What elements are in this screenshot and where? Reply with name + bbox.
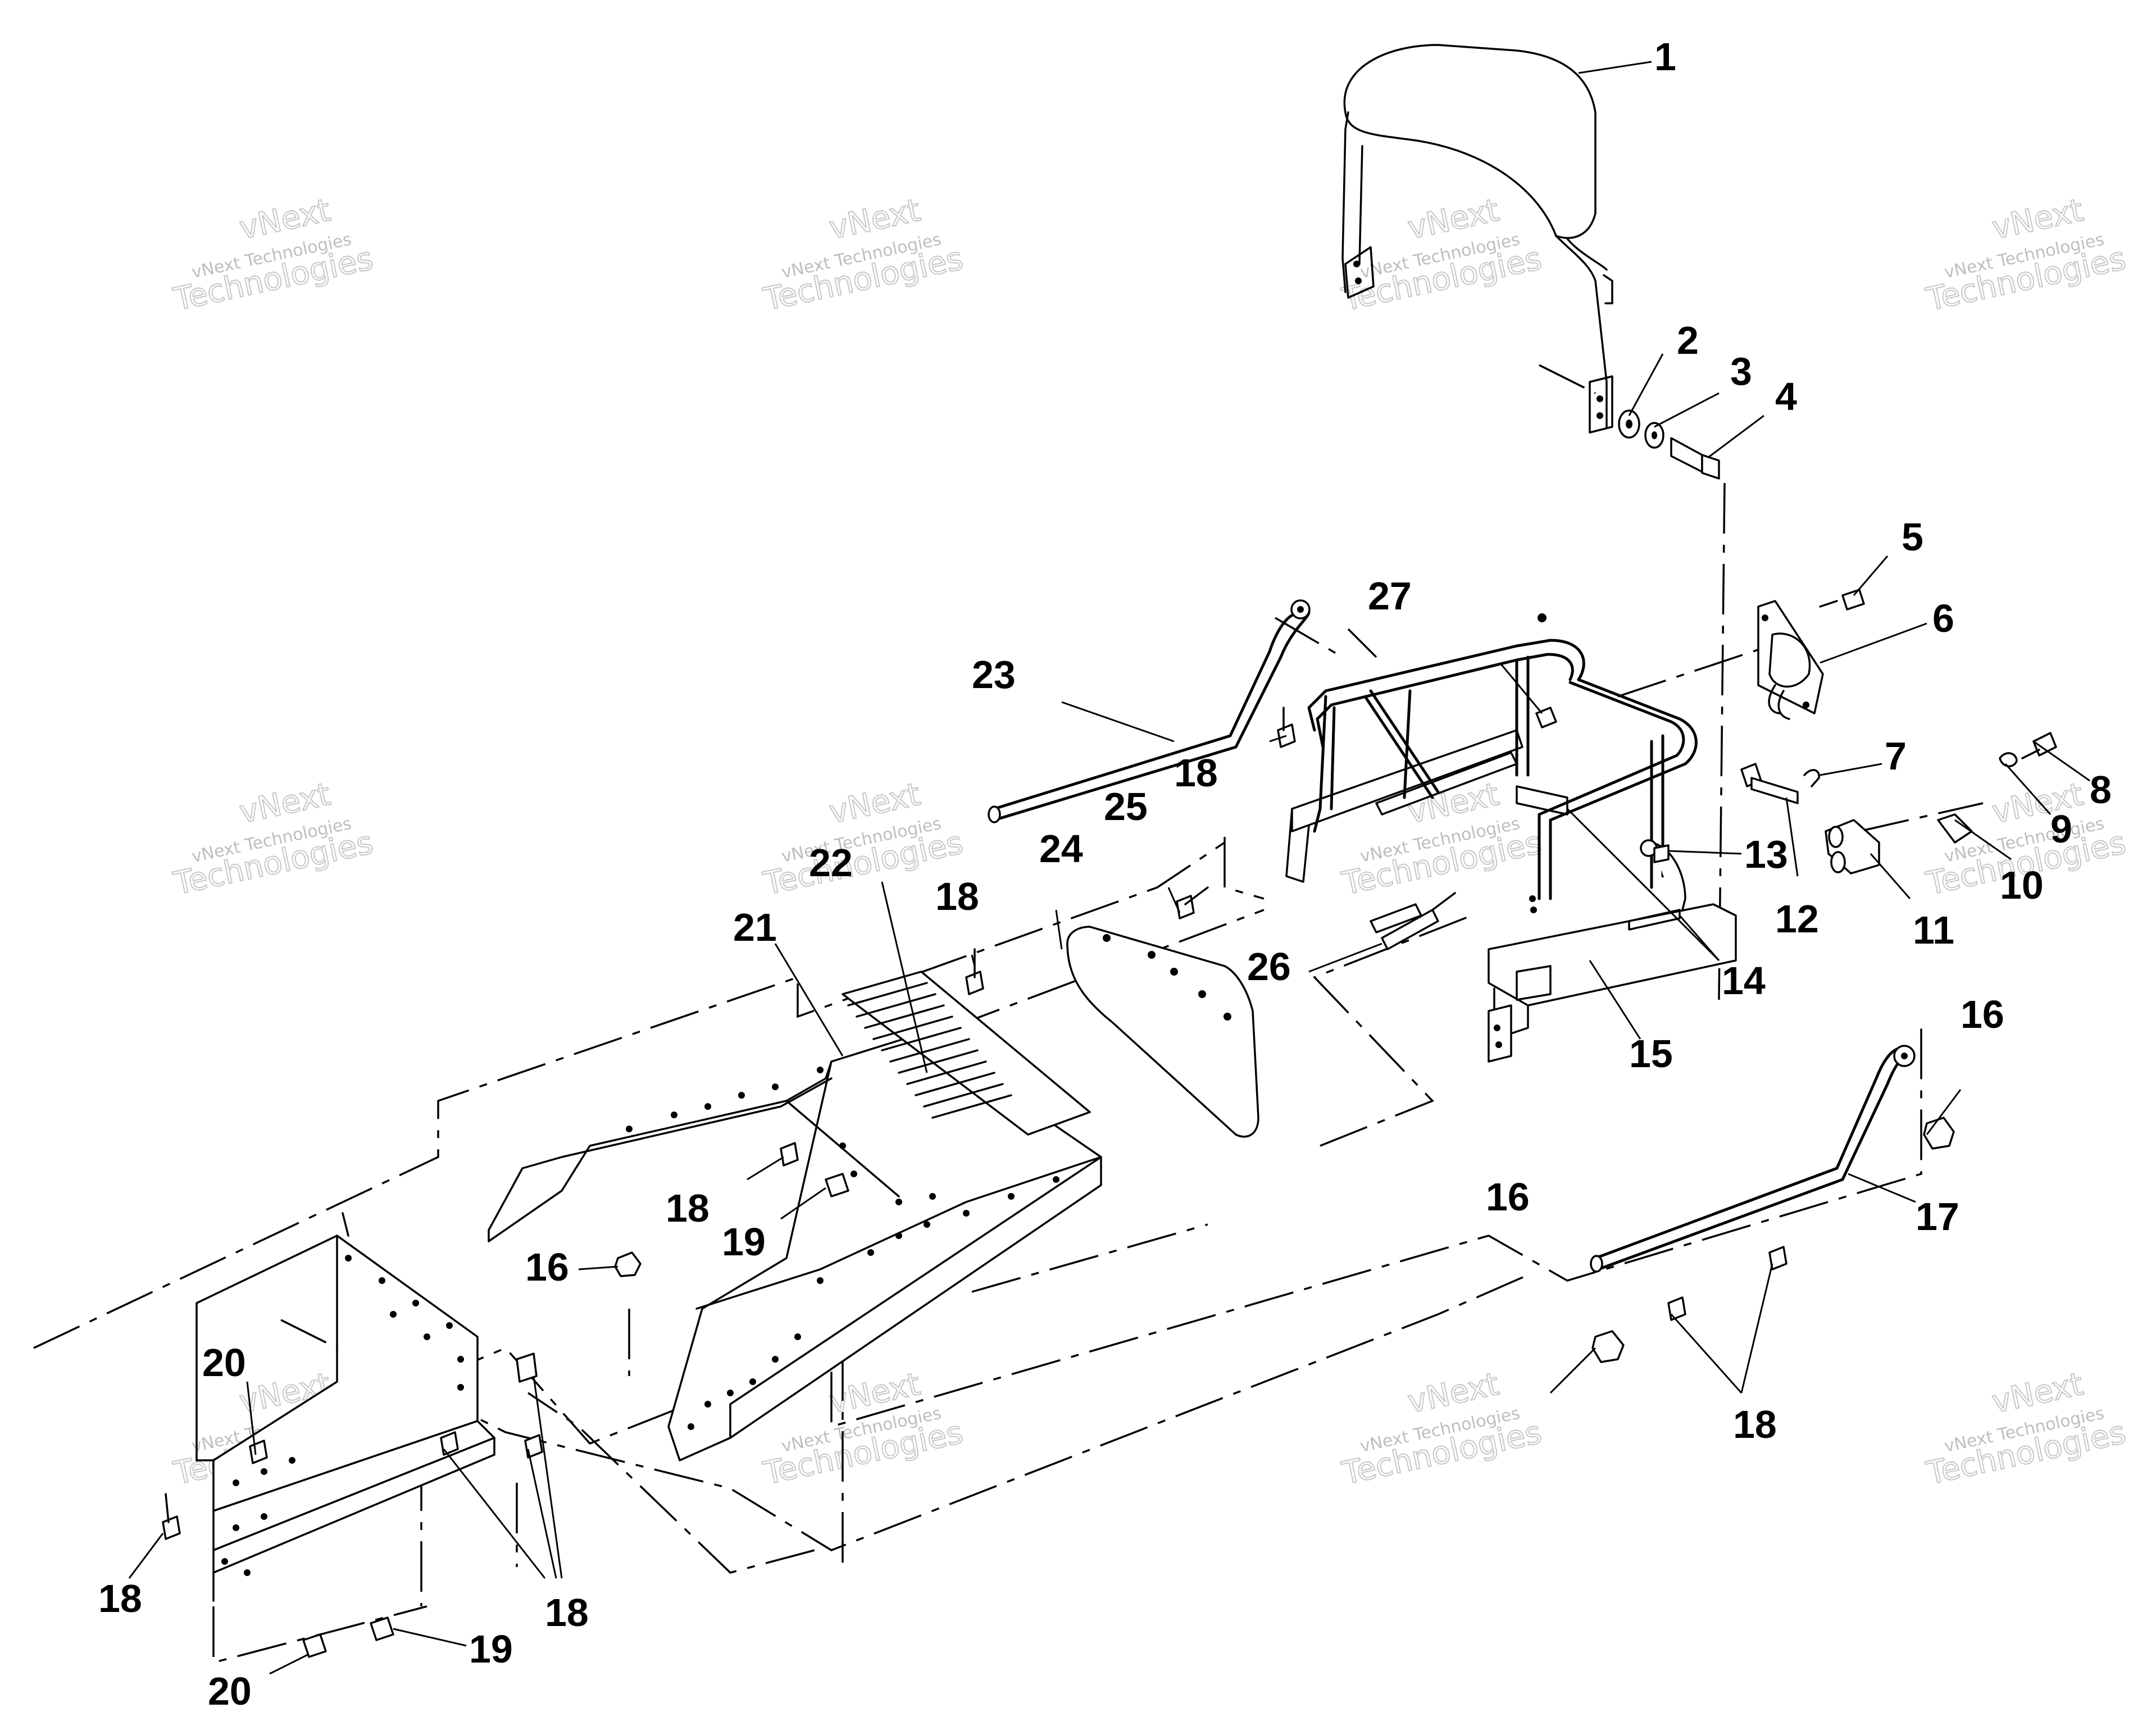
hardware-2-3-4 [1618,409,1720,480]
callout-5: 5 [1902,515,1923,559]
watermark: vNext vNext Technologies Technologies [759,776,966,903]
callout-25: 25 [1104,785,1148,828]
rear-rack [1285,613,1737,1063]
fasteners [162,707,1955,1658]
callout-22: 22 [809,841,853,885]
watermark: vNext vNext Technologies Technologies [1922,1365,2129,1493]
rod-17 [1590,1045,1916,1273]
callout-2: 2 [1677,318,1699,362]
callout-24: 24 [1039,827,1083,871]
callout-16a: 16 [1961,992,2004,1036]
callout-1: 1 [1654,35,1676,79]
callout-3: 3 [1730,349,1752,393]
frame-21 [488,971,1102,1461]
tail-light-bracket [1757,589,1865,720]
watermark: vNext vNext Technologies Technologies [170,776,376,903]
callout-23: 23 [972,653,1016,696]
bumper-20 [195,1212,538,1602]
callout-9: 9 [2050,807,2072,851]
hitch-pin-assembly [1740,732,2057,875]
callout-6: 6 [1932,596,1954,640]
callout-18d: 18 [1733,1402,1777,1446]
callout-20a: 20 [202,1341,246,1385]
callout-7: 7 [1885,734,1907,778]
callout-12: 12 [1775,897,1819,941]
backrest [1341,44,1613,434]
watermark: vNext vNext Technologies Technologies [170,192,376,319]
callout-18c: 18 [666,1186,709,1230]
callout-14: 14 [1722,959,1766,1003]
callout-16b: 16 [1486,1175,1530,1219]
callout-11: 11 [1913,908,1954,952]
callout-17: 17 [1916,1195,1959,1238]
callout-18f: 18 [545,1591,589,1634]
watermark: vNext vNext Technologies Technologies [759,192,966,319]
callout-21: 21 [733,905,777,949]
watermark: vNext vNext Technologies Technologies [1338,1365,1545,1493]
callout-15: 15 [1629,1032,1673,1076]
callout-19b: 19 [469,1627,513,1671]
callout-labels: 1 2 3 4 5 6 7 8 9 10 11 12 13 14 15 16 1… [98,35,2112,1713]
callout-19a: 19 [722,1220,766,1264]
callout-26: 26 [1247,945,1291,989]
callout-4: 4 [1775,375,1797,418]
watermark: vNext vNext Technologies Technologies [1922,192,2129,319]
callout-20b: 20 [208,1669,252,1713]
callout-8: 8 [2090,768,2112,812]
callout-16c: 16 [525,1245,569,1289]
panel-24 [1066,926,1259,1138]
leader-lines [128,61,2090,1675]
callout-27: 27 [1368,574,1412,618]
callout-18a: 18 [1174,751,1218,795]
rod-23 [988,599,1311,823]
callout-18b: 18 [935,875,979,918]
callout-10: 10 [2000,863,2044,907]
callout-13: 13 [1744,832,1788,876]
callout-18e: 18 [98,1577,142,1620]
